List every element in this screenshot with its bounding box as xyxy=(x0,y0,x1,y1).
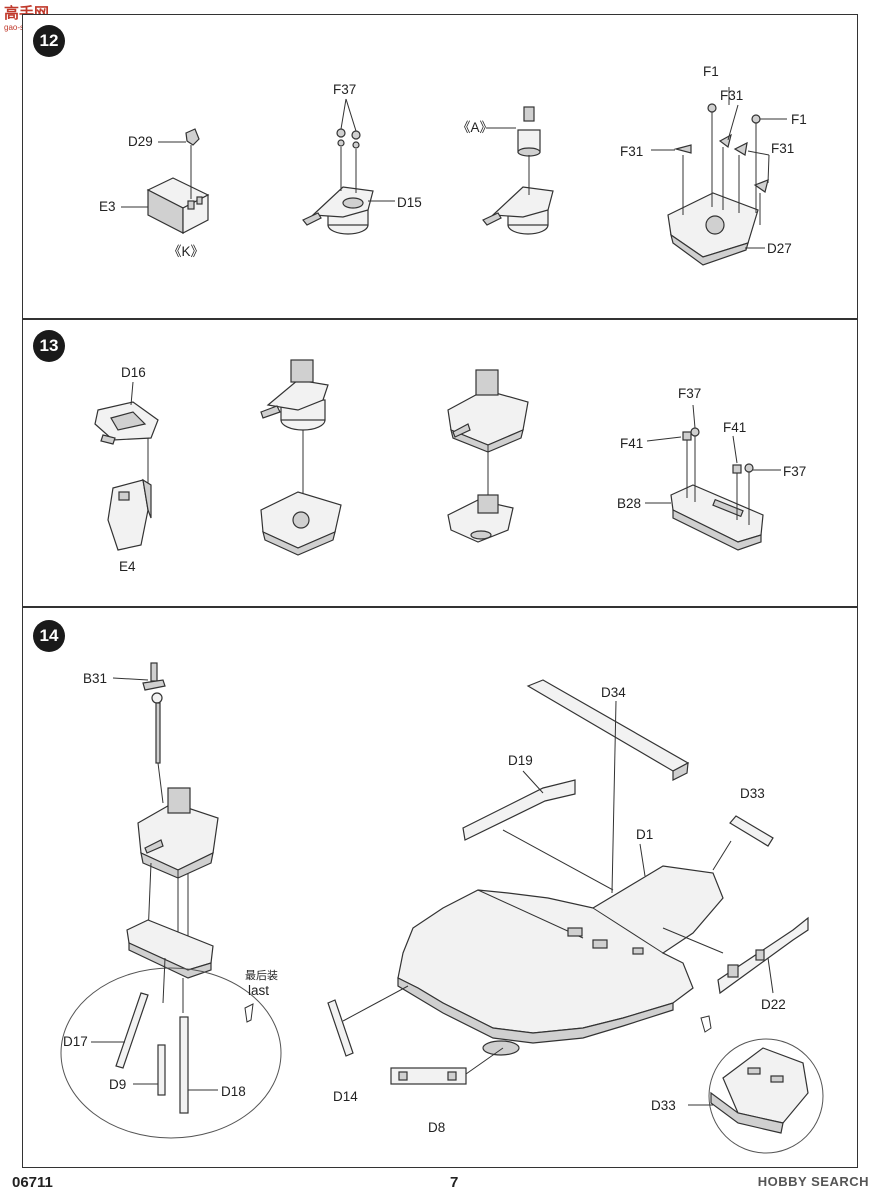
watermark: HOBBY SEARCH xyxy=(757,1174,869,1189)
label-d14: D14 xyxy=(333,1089,358,1104)
step-14-diagram: B31 最后装 last D17 xyxy=(60,662,824,1154)
label-d9: D9 xyxy=(109,1077,126,1092)
step-13-panel: 13 D16 E4 xyxy=(22,319,858,607)
part-turret-assembled xyxy=(447,369,529,453)
label-e4: E4 xyxy=(119,559,136,574)
label-d15: D15 xyxy=(397,195,422,210)
part-d33-plate xyxy=(729,815,774,847)
label-d33-detail: D33 xyxy=(651,1098,676,1113)
label-f31-left: F31 xyxy=(620,144,643,159)
part-d33-detail xyxy=(710,1047,809,1134)
part-d17-rod xyxy=(115,992,149,1069)
part-d9-rod xyxy=(157,1044,166,1096)
label-e3: E3 xyxy=(99,199,116,214)
label-d29: D29 xyxy=(128,134,153,149)
part-turret-base xyxy=(260,491,342,556)
part-d8-strip xyxy=(390,1067,467,1085)
label-d18: D18 xyxy=(221,1084,246,1099)
label-b31: B31 xyxy=(83,671,107,686)
part-d29 xyxy=(185,128,200,199)
label-f31-top: F31 xyxy=(720,88,743,103)
part-turret-lower xyxy=(447,494,514,543)
product-code: 06711 xyxy=(12,1174,53,1191)
part-turret-assembly xyxy=(137,787,219,879)
label-d22: D22 xyxy=(761,997,786,1012)
step-13-diagram: D16 E4 xyxy=(94,359,806,574)
label-f37-right: F37 xyxy=(783,464,806,479)
step-number-badge: 13 xyxy=(33,330,65,362)
part-e3-box xyxy=(146,177,210,234)
part-d19-strip xyxy=(462,779,576,841)
part-b28 xyxy=(670,484,764,551)
part-f37-f41-set xyxy=(646,404,781,525)
part-f1-f31-set xyxy=(651,87,787,225)
label-d8: D8 xyxy=(428,1120,445,1135)
label-f31-right: F31 xyxy=(771,141,794,156)
label-b28: B28 xyxy=(617,496,641,511)
part-e4 xyxy=(107,478,152,551)
page-number: 7 xyxy=(450,1174,459,1191)
part-d27 xyxy=(667,192,759,266)
part-d14-strip xyxy=(327,999,354,1057)
label-d27: D27 xyxy=(767,241,792,256)
part-turret-plate xyxy=(126,919,214,979)
part-d16 xyxy=(94,401,159,445)
part-b31-mast xyxy=(142,662,166,764)
part-d34-beam xyxy=(526,679,690,781)
part-a-assembly xyxy=(482,106,554,235)
step-12-diagram: D29 E3 《K》 F37 D15 xyxy=(99,64,807,266)
label-f1-right: F1 xyxy=(791,112,807,127)
label-f37: F37 xyxy=(333,82,356,97)
part-d15 xyxy=(302,186,374,235)
part-d22-strip xyxy=(717,916,809,995)
label-d17: D17 xyxy=(63,1034,88,1049)
label-a: 《A》 xyxy=(457,120,493,135)
last-parts-ellipse xyxy=(60,967,282,1139)
label-d34: D34 xyxy=(601,685,626,700)
label-d33-top: D33 xyxy=(740,786,765,801)
label-f41-left: F41 xyxy=(620,436,643,451)
label-d1: D1 xyxy=(636,827,653,842)
label-k: 《K》 xyxy=(168,244,204,259)
label-d16: D16 xyxy=(121,365,146,380)
arrow-icon xyxy=(244,1003,254,1023)
label-d19: D19 xyxy=(508,753,533,768)
label-f41-right: F41 xyxy=(723,420,746,435)
part-d1-deck xyxy=(397,865,724,1056)
label-last-cn: 最后装 xyxy=(245,969,278,982)
label-f1-top: F1 xyxy=(703,64,719,79)
label-last-en: last xyxy=(248,983,269,998)
part-turret-upper xyxy=(260,359,329,431)
step-number-badge: 12 xyxy=(33,25,65,57)
part-f37-pair xyxy=(336,98,361,193)
step-14-panel: 14 B31 最后装 last xyxy=(22,607,858,1168)
label-f37-top: F37 xyxy=(678,386,701,401)
step-number-badge: 14 xyxy=(33,620,65,652)
arrow-icon xyxy=(700,1015,712,1033)
part-d18-rod xyxy=(179,1016,189,1114)
step-12-panel: 12 D29 E3 《K》 xyxy=(22,14,858,319)
